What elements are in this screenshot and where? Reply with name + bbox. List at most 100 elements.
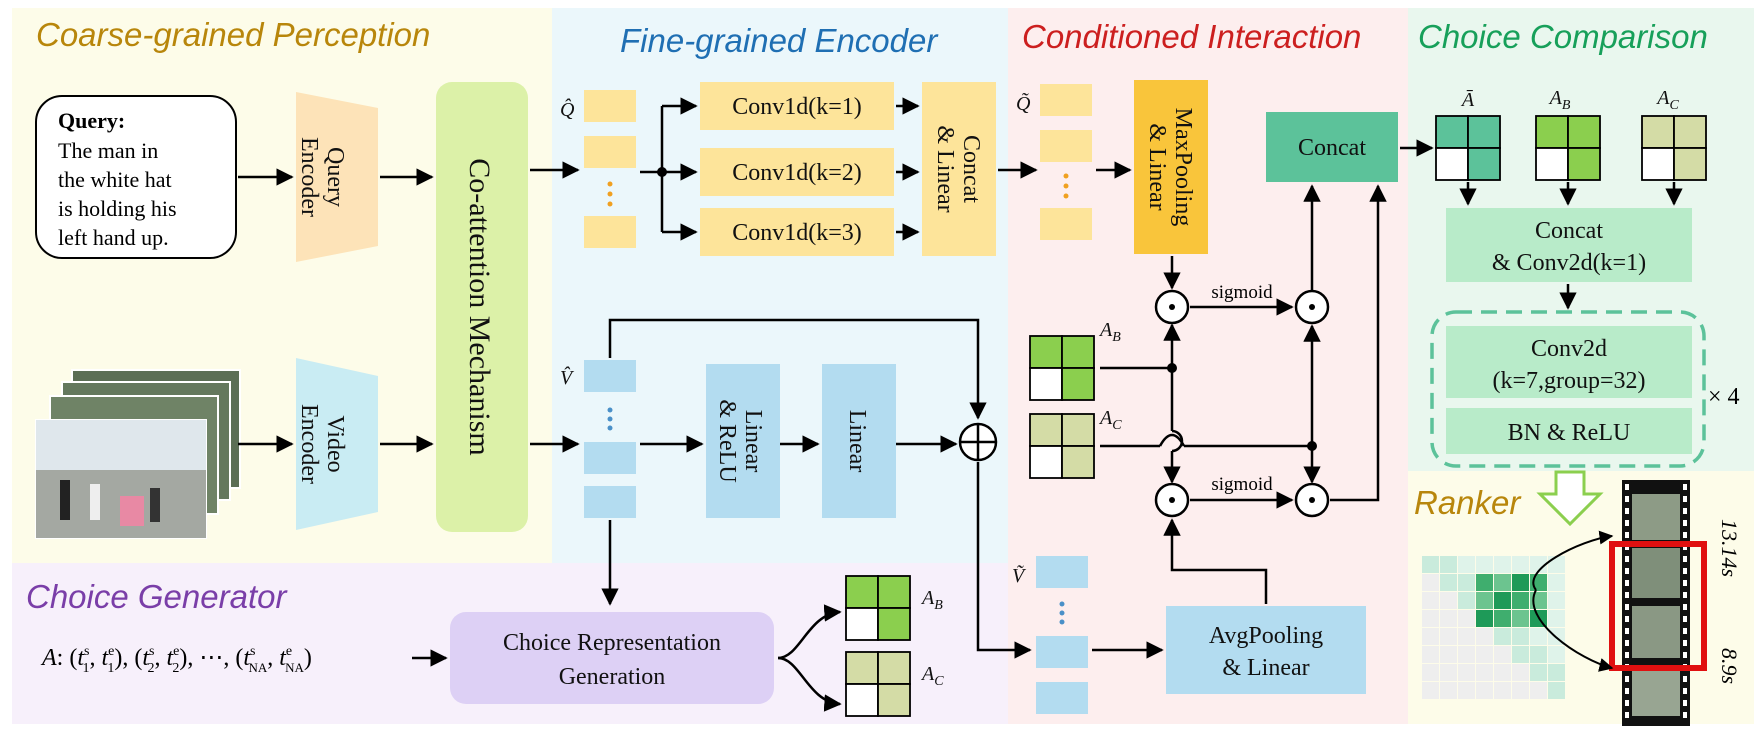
conv2-label: Conv1d(k=2) (732, 160, 862, 186)
film-hole (1683, 676, 1687, 682)
query-box (35, 95, 237, 259)
heatmap-cell (1476, 664, 1493, 681)
maxpool-label-2: & Linear (1144, 123, 1170, 210)
linear-relu-label-2: & ReLU (714, 399, 740, 482)
v-tilde-label: Ṽ (1012, 563, 1027, 587)
heatmap-cell (1512, 664, 1529, 681)
heatmap-cell (1494, 574, 1511, 591)
concat-linear-label-2: & Linear (932, 125, 958, 212)
heatmap-cell (1512, 574, 1529, 591)
v-tilde-tokens (1036, 556, 1088, 714)
heatmap-cell (1440, 592, 1457, 609)
heatmap-cell (1530, 664, 1547, 681)
heatmap-cell (1548, 646, 1565, 663)
heatmap-cell (1548, 574, 1565, 591)
avgpool-block (1166, 606, 1366, 694)
ranker-section-title: Ranker (1414, 484, 1522, 521)
heatmap-cell (1422, 646, 1439, 663)
conv3-block (700, 208, 894, 256)
video-encoder-label-2: Encoder (296, 404, 322, 484)
film-hole (1625, 676, 1629, 682)
film-hole (1625, 520, 1629, 526)
heatmap-cell (1512, 646, 1529, 663)
film-hole (1683, 712, 1687, 718)
heatmap-cell (1530, 556, 1547, 573)
cc-ab-matrix (1535, 115, 1601, 181)
query-label: Query: (58, 108, 125, 133)
heatmap-cell (1422, 556, 1439, 573)
heatmap-cell (1440, 556, 1457, 573)
cond-section-title: Conditioned Interaction (1022, 18, 1361, 55)
generator-block-label-1: Choice Representation (503, 630, 721, 656)
heatmap-cell (1458, 592, 1475, 609)
film-hole (1683, 700, 1687, 706)
ranker-highlight (1609, 541, 1707, 671)
film-hole (1625, 484, 1629, 490)
fine-section-title: Fine-grained Encoder (620, 22, 939, 59)
coattention-label: Co-attention Mechanism (463, 158, 496, 455)
heatmap-cell (1476, 556, 1493, 573)
heatmap-cell (1422, 574, 1439, 591)
heatmap-cell (1422, 592, 1439, 609)
heatmap-cell (1494, 592, 1511, 609)
heatmap-cell (1476, 646, 1493, 663)
query-line-3: is holding his (58, 196, 177, 221)
film-hole (1683, 496, 1687, 502)
heatmap-cell (1440, 574, 1457, 591)
avgpool-label-2: & Linear (1222, 655, 1309, 681)
gen-ab-matrix (845, 575, 911, 641)
heatmap-cell (1476, 574, 1493, 591)
film-hole (1683, 640, 1687, 646)
film-hole (1625, 604, 1629, 610)
cc-bnrelu-label: BN & ReLU (1508, 420, 1631, 446)
heatmap-cell (1548, 664, 1565, 681)
heatmap-cell (1476, 610, 1493, 627)
heatmap-cell (1494, 664, 1511, 681)
generator-block-label-2: Generation (559, 664, 666, 690)
heatmap-cell (1458, 610, 1475, 627)
concat-linear-block (922, 82, 996, 256)
heatmap-cell (1548, 682, 1565, 699)
film-hole (1625, 568, 1629, 574)
query-encoder-label-2: Encoder (296, 137, 322, 217)
heatmap-cell (1458, 664, 1475, 681)
coarse-section-title: Coarse-grained Perception (36, 16, 430, 53)
heatmap-cell (1458, 556, 1475, 573)
heatmap-cell (1512, 610, 1529, 627)
maxpool-block (1134, 80, 1208, 254)
down-arrow-icon (1536, 470, 1604, 527)
gen-ac-matrix (845, 651, 911, 717)
film-hole (1625, 712, 1629, 718)
heatmap-cell (1548, 556, 1565, 573)
cc-abar-matrix (1435, 115, 1501, 181)
video-frames (35, 369, 241, 539)
choice-section-title: Choice Comparison (1418, 18, 1708, 55)
cc-conv2d-block (1446, 326, 1692, 398)
film-hole (1683, 604, 1687, 610)
conv2-block (700, 148, 894, 196)
coattention-block (436, 82, 528, 532)
film-hole (1625, 616, 1629, 622)
q-tilde-label: Q̃ (1016, 92, 1031, 115)
q-tilde-ellipsis (1063, 173, 1069, 199)
heatmap-cell (1512, 592, 1529, 609)
ranker-time-top: 13.14s (1717, 519, 1742, 577)
film-hole (1625, 640, 1629, 646)
heatmap-cell (1494, 556, 1511, 573)
heatmap-cell (1422, 610, 1439, 627)
film-hole (1683, 556, 1687, 562)
heatmap-cell (1458, 682, 1475, 699)
film-hole (1683, 520, 1687, 526)
heatmap-cell (1494, 628, 1511, 645)
heatmap-cell (1440, 628, 1457, 645)
film-hole (1625, 592, 1629, 598)
avgpool-label-1: AvgPooling (1209, 623, 1323, 649)
concat-linear-label-1: Concat (958, 135, 984, 203)
cond-concat-block (1266, 112, 1398, 182)
cc-repeat-label: × 4 (1708, 384, 1740, 410)
video-encoder (296, 358, 378, 530)
film-strip-icon (1622, 480, 1690, 726)
ranker-heatmap (1422, 556, 1565, 699)
q-hat-label: Q̂ (560, 98, 575, 121)
